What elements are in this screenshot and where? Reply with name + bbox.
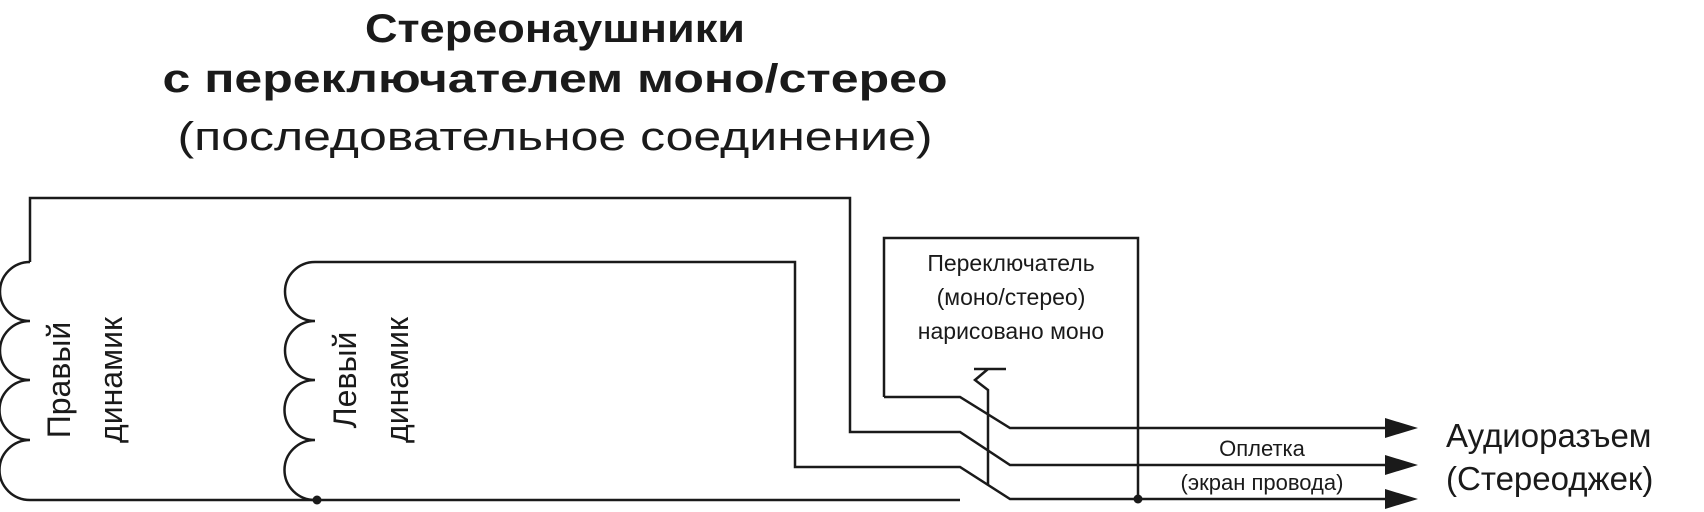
title-line-3: (последовательное соединение) xyxy=(178,115,933,159)
switch-label-2: (моно/стерео) xyxy=(937,284,1086,310)
switch-box xyxy=(882,236,1140,499)
shield-label-1: Оплетка xyxy=(1219,436,1306,461)
junction-dot-shield xyxy=(1133,494,1143,504)
switch-label-3: нарисовано моно xyxy=(918,318,1104,344)
switch-actuator xyxy=(973,367,1006,485)
arrow-icon xyxy=(1385,455,1418,475)
left-speaker-coil xyxy=(283,260,316,502)
right-speaker-label-2: динамик xyxy=(93,316,129,443)
jack-label-2: (Стереоджек) xyxy=(1446,460,1653,497)
switch-contact-top xyxy=(884,395,1392,430)
right-speaker-wire xyxy=(28,196,1392,467)
arrow-icon xyxy=(1385,418,1418,438)
title-line-1: Стереонаушники xyxy=(365,7,745,51)
title-line-2: с переключателем моно/стерео xyxy=(163,57,948,101)
jack-label-1: Аудиоразъем xyxy=(1446,417,1652,454)
right-speaker-coil xyxy=(0,260,31,502)
arrow-icon xyxy=(1385,489,1418,509)
right-speaker-label-1: Правый xyxy=(41,322,77,438)
left-speaker-label-2: динамик xyxy=(379,316,415,443)
junction-dot-left xyxy=(312,495,322,505)
shield-label-2: (экран провода) xyxy=(1181,470,1344,495)
switch-label-1: Переключатель xyxy=(927,250,1094,276)
left-speaker-wire xyxy=(315,260,1392,501)
left-speaker-label-1: Левый xyxy=(327,332,363,429)
